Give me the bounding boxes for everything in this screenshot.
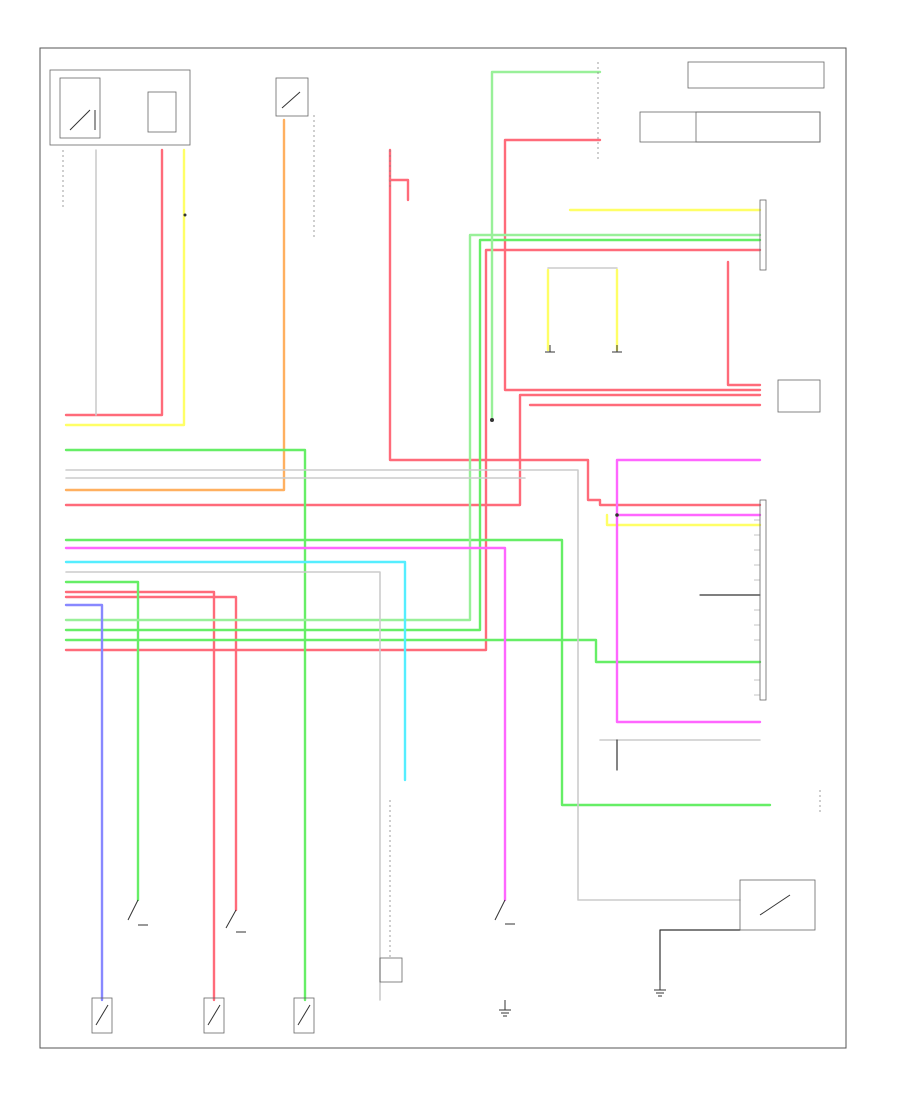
wire-gray-3 [65, 571, 381, 1001]
door-switch-bottom-left [91, 997, 113, 1034]
wire-red-3 [64, 393, 762, 507]
wire-green-3 [64, 580, 140, 902]
ground-connector-bottom [379, 957, 403, 983]
top-left-component-box [49, 69, 191, 146]
door-switch-bottom-2 [203, 997, 225, 1034]
wire-magenta-2 [615, 458, 762, 724]
wire-green-6 [490, 70, 602, 422]
wire-orange [64, 118, 286, 492]
wire-green-4 [64, 238, 762, 632]
wire-magenta-1 [64, 546, 507, 902]
switch-mid-left-2 [225, 909, 246, 933]
wire-red-7 [64, 595, 238, 912]
right-connector-b [777, 379, 821, 413]
right-control-module-a [759, 199, 767, 271]
wire-yellow-5 [605, 513, 762, 527]
wire-green-1 [64, 448, 307, 1002]
wire-red-1 [64, 148, 164, 417]
top-switch-box [275, 77, 309, 117]
wire-red-4 [503, 138, 762, 392]
wire-red-5 [64, 248, 762, 652]
wire-green-7 [64, 233, 762, 622]
wire-green-2 [64, 538, 772, 807]
wire-black-2 [659, 929, 741, 981]
wire-group [64, 70, 772, 1002]
switch-mid-center [494, 899, 515, 925]
wire-cyan [64, 560, 407, 782]
ground-symbols [499, 345, 666, 1017]
wire-red-2 [388, 148, 762, 507]
wire-blue [64, 603, 104, 1002]
right-bottom-switch [739, 879, 816, 931]
door-switch-bottom-3 [293, 997, 315, 1034]
wire-red-6 [64, 590, 216, 1002]
right-control-module-c [754, 499, 767, 701]
wire-red-9 [726, 260, 762, 387]
top-right-control-boxes [639, 61, 825, 143]
wire-yellow-1 [64, 148, 186, 427]
dashed-connectors [62, 62, 821, 960]
junction-dots [183, 213, 619, 517]
switch-mid-left-1 [127, 899, 148, 926]
wire-red-10 [388, 178, 410, 202]
wire-green-5 [64, 638, 762, 664]
diagram-frame [39, 47, 847, 1049]
wire-gray-1 [65, 469, 741, 901]
